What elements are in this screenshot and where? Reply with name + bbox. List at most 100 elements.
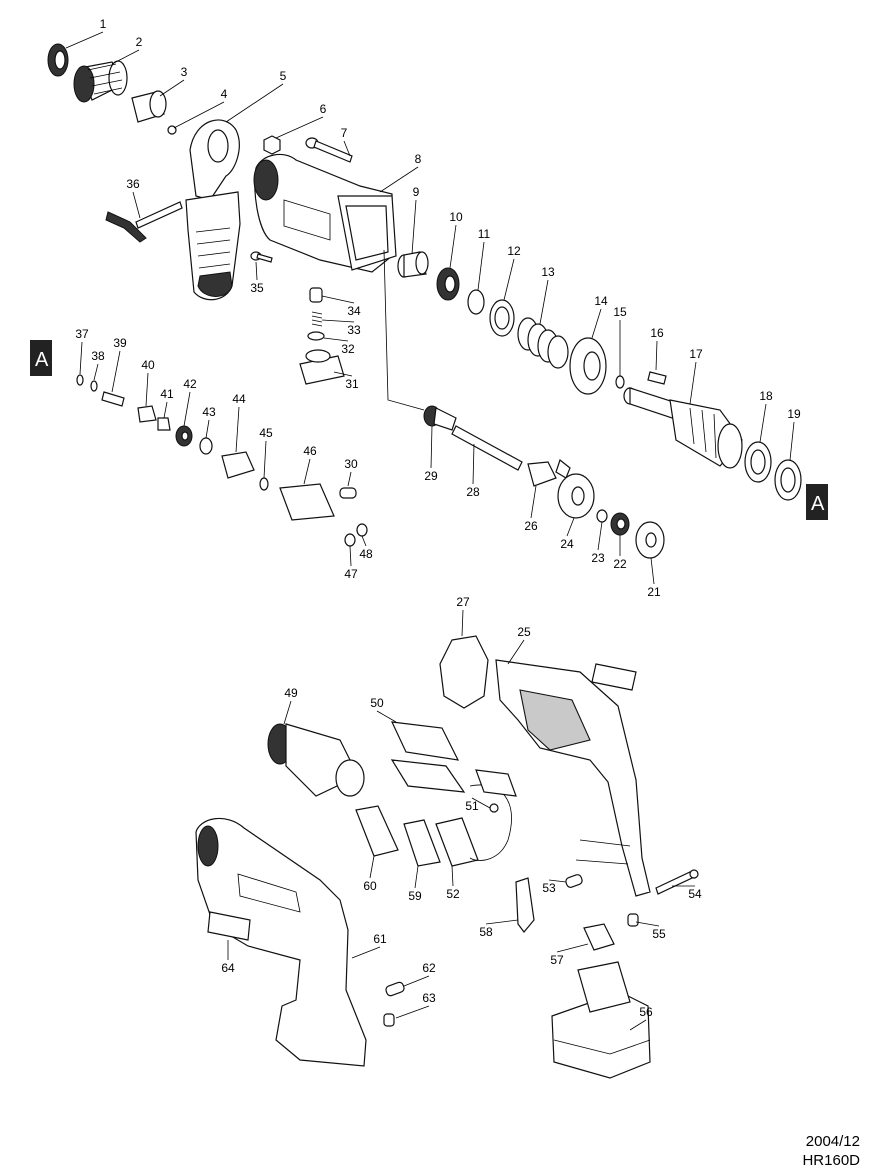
leader-line-38 xyxy=(93,363,99,381)
leader-line-59 xyxy=(414,865,419,889)
leader-line-48 xyxy=(361,535,367,547)
part-number-3: 3 xyxy=(181,65,188,79)
leader-line-34 xyxy=(321,295,355,304)
leader-line-60 xyxy=(369,855,375,879)
leader-line-26 xyxy=(530,485,537,519)
part-shape-2 xyxy=(73,60,128,103)
part-shape-38 xyxy=(90,380,98,392)
leader-line-50 xyxy=(376,710,397,723)
part-shape-24 xyxy=(557,473,595,519)
lower-assembly xyxy=(195,635,699,1079)
part-number-45: 45 xyxy=(259,426,273,440)
part-number-33: 33 xyxy=(347,323,361,337)
part-number-57: 57 xyxy=(550,953,564,967)
leader-line-13 xyxy=(539,279,549,325)
part-number-26: 26 xyxy=(524,519,538,533)
part-number-64: 64 xyxy=(221,961,235,975)
revision-date: 2004/12 xyxy=(805,1133,860,1150)
upper-assembly xyxy=(47,43,802,559)
part-shape-12 xyxy=(489,299,515,337)
leader-line-57 xyxy=(556,943,589,953)
part-shape-49 xyxy=(267,723,365,797)
part-number-60: 60 xyxy=(363,879,377,893)
leader-line-27 xyxy=(461,609,464,637)
part-shape-16 xyxy=(647,371,667,385)
part-number-52: 52 xyxy=(446,887,460,901)
leader-line-24 xyxy=(566,517,575,537)
part-shape-55 xyxy=(627,913,639,927)
part-number-19: 19 xyxy=(787,407,801,421)
leader-line-39 xyxy=(111,350,121,393)
part-shape-54 xyxy=(655,869,699,895)
part-number-37: 37 xyxy=(75,327,89,341)
part-number-42: 42 xyxy=(183,377,197,391)
part-shape-58 xyxy=(515,877,535,933)
part-shape-59 xyxy=(403,819,441,867)
leader-line-7 xyxy=(343,140,351,157)
leader-line-33 xyxy=(321,319,355,323)
leader-line-17 xyxy=(689,361,697,405)
part-shape-25 xyxy=(495,659,651,897)
part-number-34: 34 xyxy=(347,304,361,318)
leader-line-21 xyxy=(650,557,655,585)
part-number-6: 6 xyxy=(320,102,327,116)
leader-line-32 xyxy=(323,337,349,342)
part-number-53: 53 xyxy=(542,881,556,895)
leader-line-31 xyxy=(333,371,353,377)
leader-line-35 xyxy=(255,261,258,281)
leader-line-43 xyxy=(205,419,210,439)
part-number-35: 35 xyxy=(250,281,264,295)
part-shape-61 xyxy=(195,817,367,1067)
part-callouts: 1234567891011121314151617181921222324252… xyxy=(65,17,801,1031)
part-number-12: 12 xyxy=(507,244,521,258)
part-number-54: 54 xyxy=(688,887,702,901)
part-number-21: 21 xyxy=(647,585,661,599)
leader-line-46 xyxy=(303,458,311,485)
part-shape-17 xyxy=(623,387,743,469)
part-number-38: 38 xyxy=(91,349,105,363)
part-shape-30 xyxy=(339,487,357,499)
leader-line-18 xyxy=(759,403,767,443)
part-shape-33 xyxy=(311,311,323,327)
leader-line-4 xyxy=(173,101,225,129)
part-shape-46 xyxy=(279,483,335,521)
part-shape-10 xyxy=(436,267,460,301)
part-number-43: 43 xyxy=(202,405,216,419)
part-shape-39 xyxy=(101,391,125,407)
part-shape-64 xyxy=(207,911,251,941)
part-shape-28 xyxy=(451,425,523,471)
leader-line-63 xyxy=(395,1005,430,1019)
leader-line-25 xyxy=(507,639,525,665)
part-shape-62 xyxy=(385,981,405,997)
leader-line-10 xyxy=(449,224,457,269)
part-number-8: 8 xyxy=(415,152,422,166)
leader-line-53 xyxy=(548,879,567,883)
part-shape-37 xyxy=(76,374,84,386)
part-number-11: 11 xyxy=(478,227,491,241)
part-shape-60 xyxy=(355,805,399,857)
part-shape-48 xyxy=(356,523,368,537)
leader-line-3 xyxy=(159,79,185,97)
part-number-2: 2 xyxy=(136,35,143,49)
part-number-24: 24 xyxy=(560,537,574,551)
part-shape-5 xyxy=(185,119,241,301)
part-shape-3 xyxy=(131,90,167,123)
part-number-1: 1 xyxy=(100,17,107,31)
part-shape-44 xyxy=(221,451,255,479)
part-shape-56 xyxy=(551,961,651,1079)
part-number-44: 44 xyxy=(232,392,246,406)
part-shape-57 xyxy=(583,923,615,951)
part-shape-7 xyxy=(305,137,353,163)
leader-line-56 xyxy=(629,1019,647,1031)
leader-line-8 xyxy=(379,166,419,193)
part-number-28: 28 xyxy=(466,485,480,499)
part-number-22: 22 xyxy=(613,557,627,571)
part-number-62: 62 xyxy=(422,961,436,975)
leader-line-42 xyxy=(183,391,191,427)
part-number-18: 18 xyxy=(759,389,773,403)
leader-line-2 xyxy=(111,49,140,65)
part-shape-14 xyxy=(569,337,607,395)
part-shape-51 xyxy=(489,803,499,813)
leader-line-5 xyxy=(225,83,284,123)
part-shape-13 xyxy=(517,317,569,369)
